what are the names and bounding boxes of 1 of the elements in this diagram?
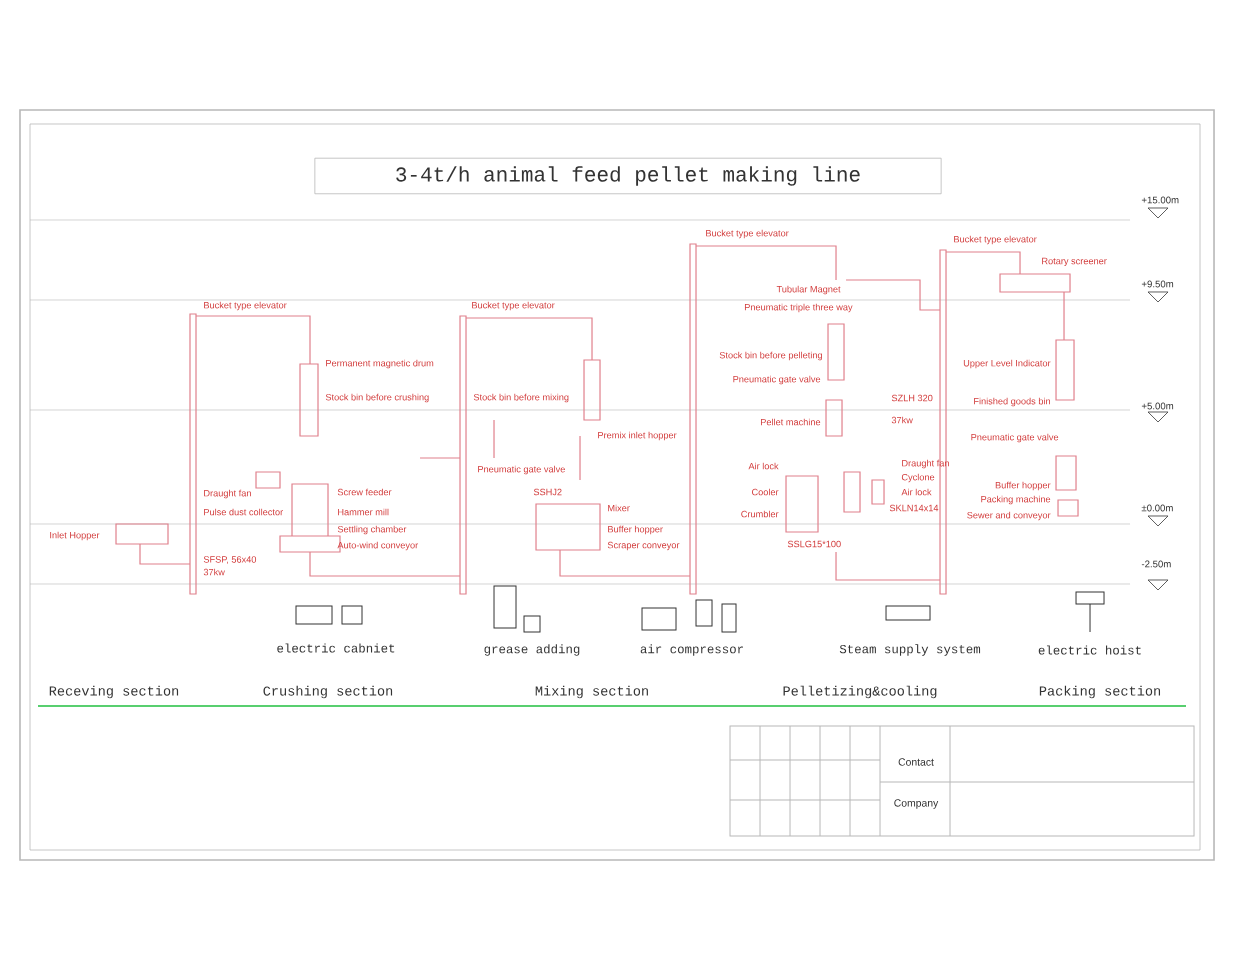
title: 3-4t/h animal feed pellet making line [314,157,942,195]
